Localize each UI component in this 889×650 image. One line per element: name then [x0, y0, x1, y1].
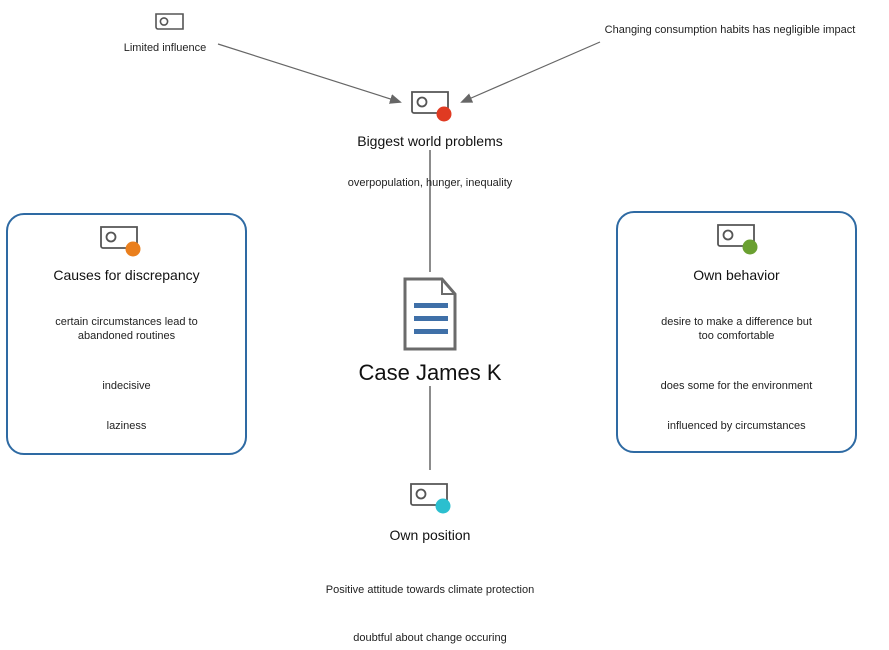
- box-item: influenced by circumstances: [667, 420, 806, 432]
- code-own-position[interactable]: Own position Positive attitude towards c…: [326, 480, 534, 650]
- code-label: Limited influence: [123, 42, 207, 54]
- code-limited-influence[interactable]: Limited influence: [110, 10, 220, 60]
- case-node[interactable]: Case James K: [330, 276, 530, 386]
- case-title: Case James K: [358, 360, 502, 385]
- code-consumption-habits[interactable]: Changing consumption habits has negligib…: [604, 24, 856, 36]
- document-icon: [403, 277, 457, 351]
- box-title: Causes for discrepancy: [53, 267, 200, 283]
- code-tag-icon: [717, 224, 758, 255]
- code-title: Own position: [389, 527, 471, 543]
- code-item: doubtful about change occuring: [353, 632, 507, 644]
- code-tag-icon: [410, 483, 451, 514]
- code-title: Biggest world problems: [357, 133, 503, 149]
- group-box-own-behavior[interactable]: Own behavior desire to make a difference…: [616, 211, 857, 453]
- code-tag-icon: [411, 91, 452, 122]
- color-dot: [436, 106, 452, 122]
- color-dot: [435, 498, 451, 514]
- color-dot: [125, 241, 141, 257]
- code-tag-icon: [155, 13, 184, 30]
- code-biggest-world-problems[interactable]: Biggest world problems overpopulation, h…: [330, 88, 530, 198]
- arrow-limited-influence: [217, 43, 402, 104]
- color-dot: [742, 239, 758, 255]
- box-item: does some for the environment: [660, 380, 813, 392]
- box-item: laziness: [106, 420, 147, 432]
- box-title: Own behavior: [693, 267, 780, 283]
- box-item: indecisive: [102, 380, 151, 392]
- box-item: certain circumstances lead to abandoned …: [55, 316, 198, 342]
- code-tag-icon: [100, 226, 141, 257]
- code-subtitle: overpopulation, hunger, inequality: [347, 177, 513, 189]
- arrow-consumption-habits: [460, 41, 601, 103]
- box-item: desire to make a difference but too comf…: [661, 316, 812, 342]
- group-box-causes[interactable]: Causes for discrepancy certain circumsta…: [6, 213, 247, 455]
- code-item: Positive attitude towards climate protec…: [325, 584, 535, 596]
